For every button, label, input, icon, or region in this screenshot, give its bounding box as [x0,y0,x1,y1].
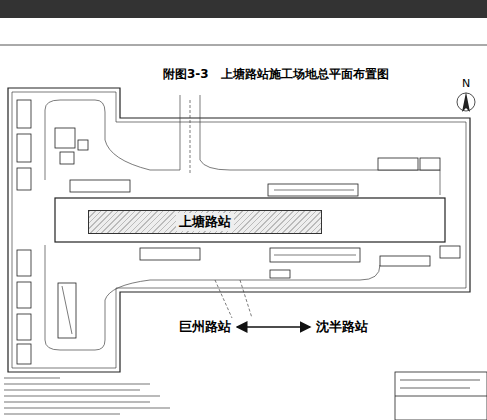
north-label: N [462,77,470,90]
station-name: 沈半路站 [314,317,370,337]
node-text: 上塘路站 [176,213,234,231]
station-band: 上塘路站 [88,210,322,234]
node-text: 巨州路站 [179,319,231,334]
direction-arrow [237,326,310,328]
node-text: 沈半路站 [316,319,368,334]
plan-title: 附图3-3 上塘路站施工场地总平面布置图 [163,66,389,83]
station-name: 巨州路站 [177,317,233,337]
